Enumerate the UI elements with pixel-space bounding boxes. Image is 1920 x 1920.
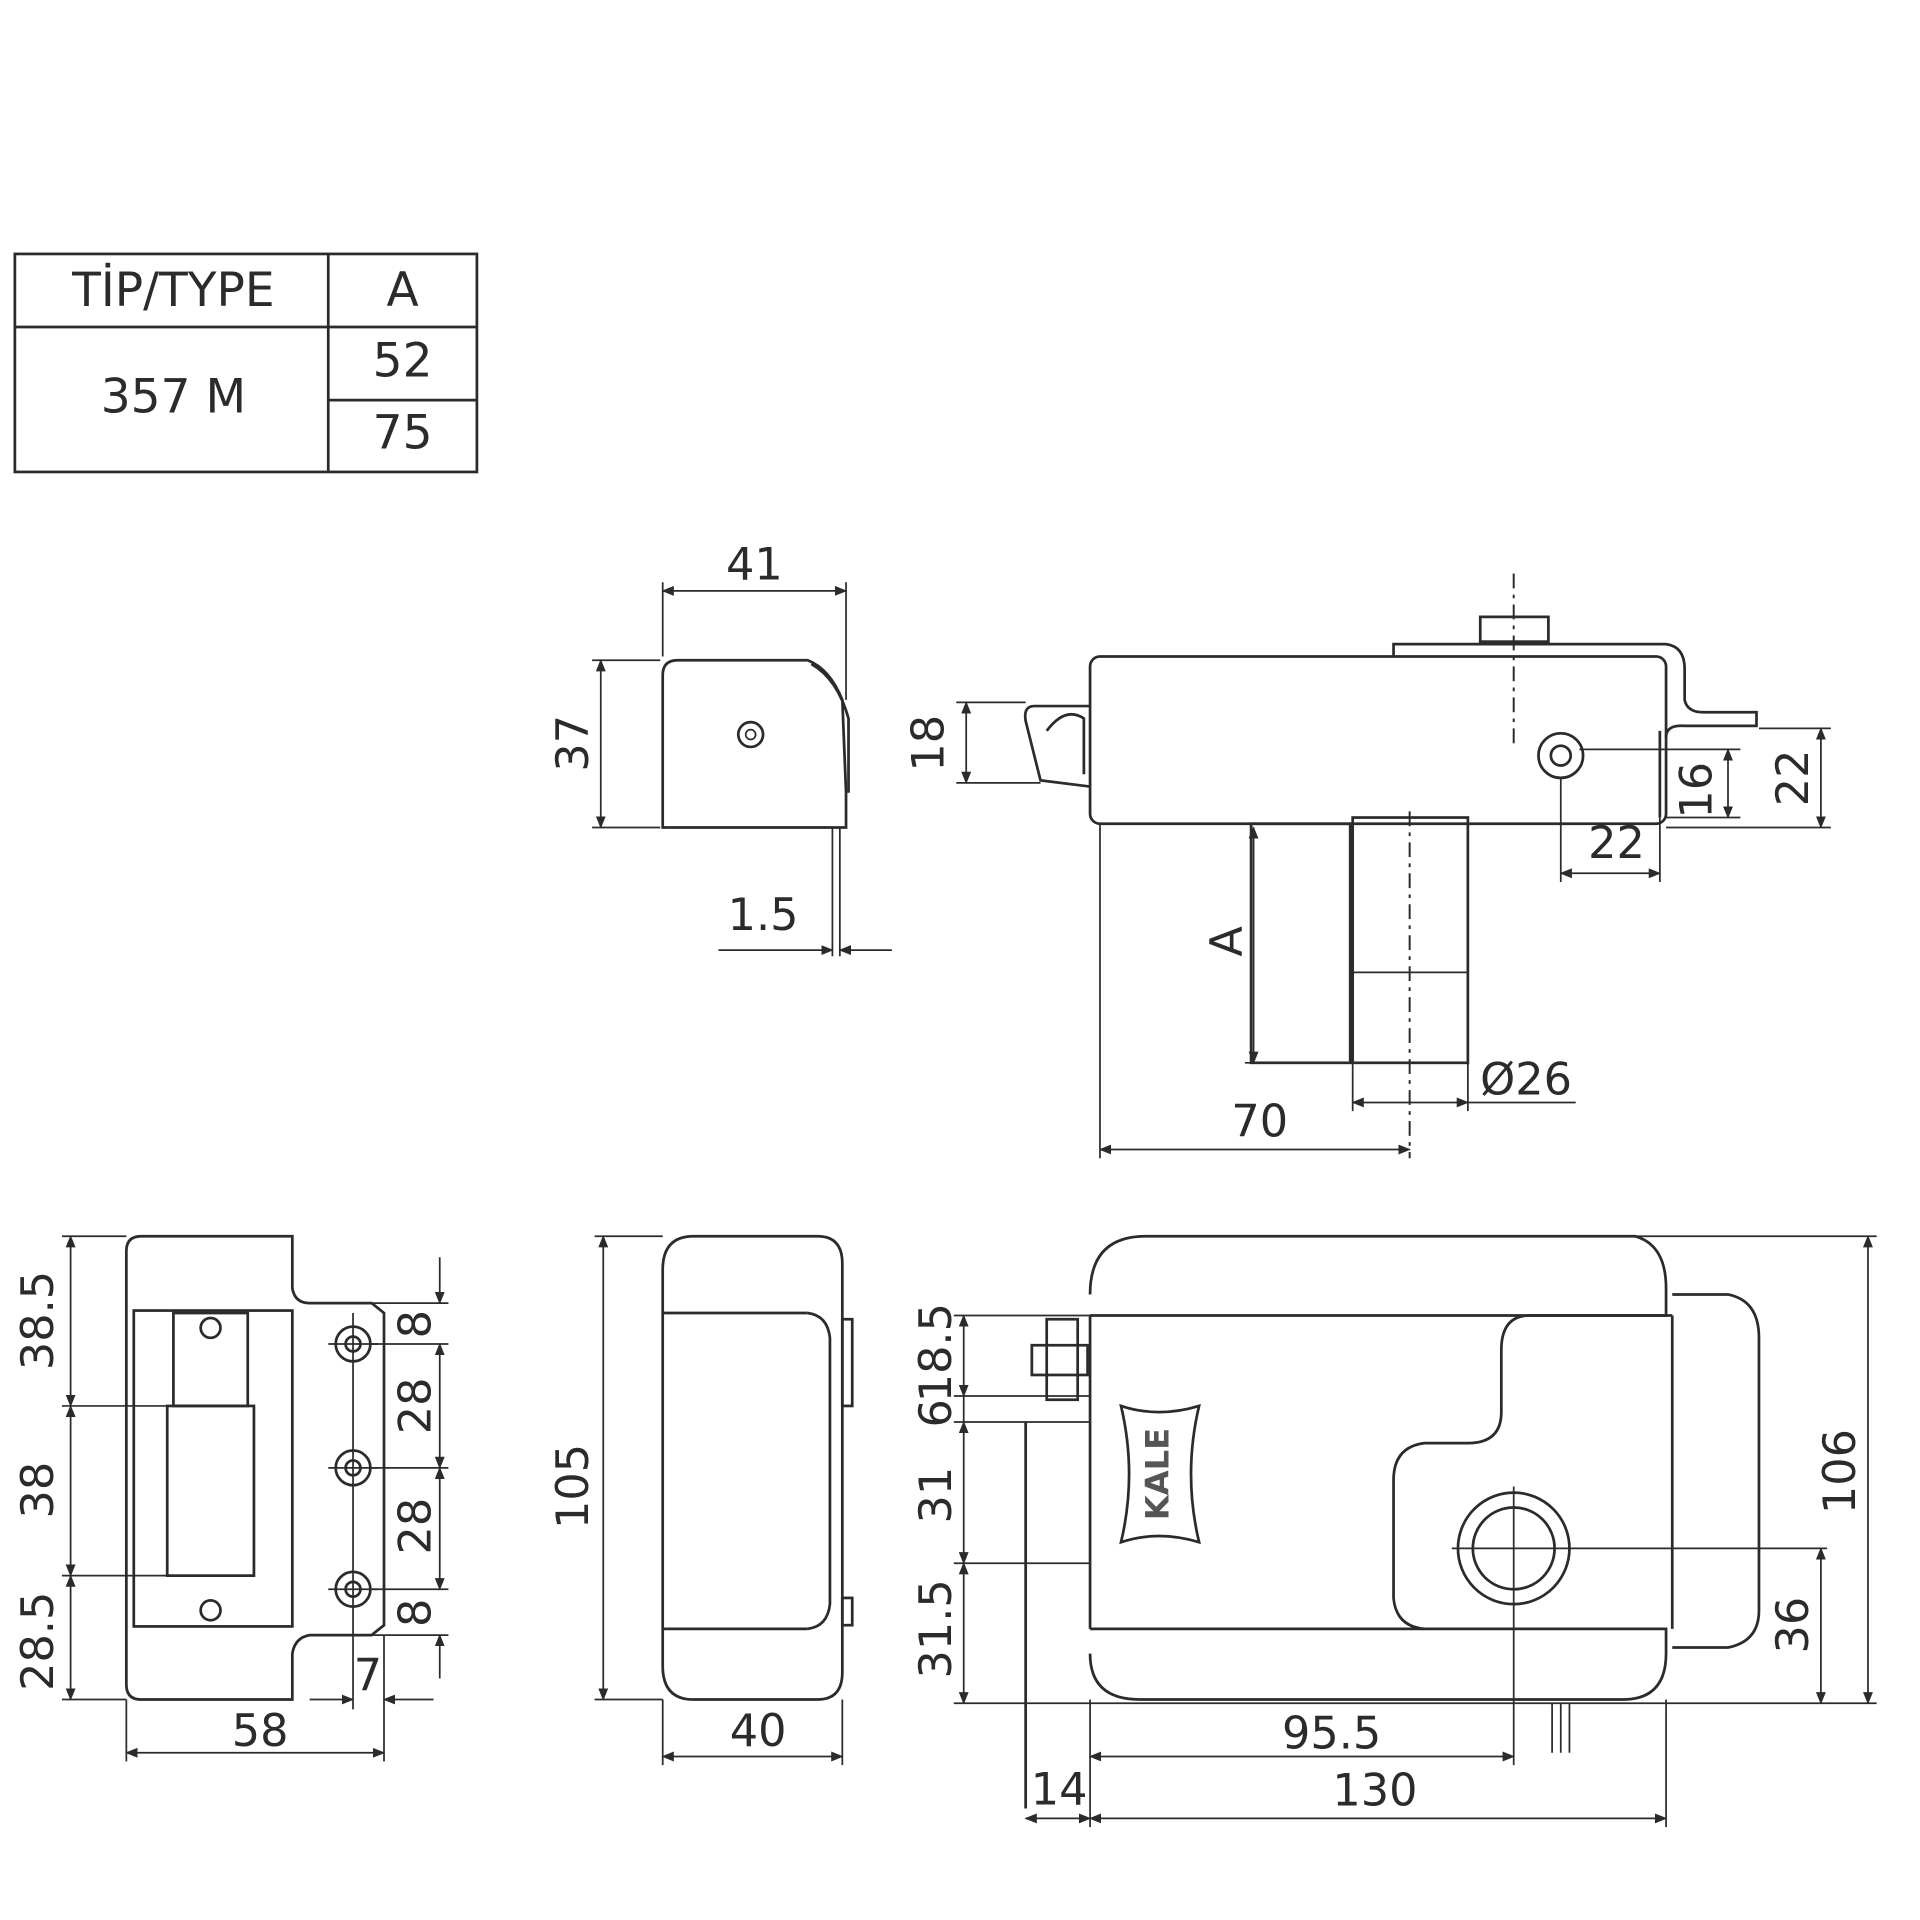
dim-58: 58 xyxy=(232,1705,289,1757)
kale-logo: KALE xyxy=(1119,1403,1201,1545)
table-model: 357 M xyxy=(101,370,246,425)
table-a-value-1: 52 xyxy=(373,334,433,389)
type-table: TİP/TYPE A 357 M 52 75 xyxy=(13,252,479,474)
table-header-a: A xyxy=(386,263,418,318)
kale-logo-text: KALE xyxy=(1138,1428,1176,1520)
dim-22-vertical: 22 xyxy=(1767,750,1819,807)
dim-22-horizontal: 22 xyxy=(1588,817,1645,869)
dim-6: 6 xyxy=(910,1399,962,1427)
dim-40: 40 xyxy=(730,1705,787,1757)
dim-16: 16 xyxy=(1671,762,1723,819)
dim-14: 14 xyxy=(1031,1763,1088,1815)
dim-31-5: 31.5 xyxy=(910,1579,962,1678)
dim-8-bottom: 8 xyxy=(390,1599,442,1627)
dim-18: 18 xyxy=(903,715,955,772)
dim-95-5: 95.5 xyxy=(1282,1708,1381,1760)
dim-1-5: 1.5 xyxy=(728,889,799,941)
table-header-type: TİP/TYPE xyxy=(71,263,274,318)
dim-38-5: 38.5 xyxy=(12,1271,64,1370)
dim-38: 38 xyxy=(12,1462,64,1519)
wires xyxy=(1551,1703,1571,1753)
strike-plate-view: 38.5 38 28.5 8 28 28 8 7 58 xyxy=(12,1234,449,1762)
dim-28-top: 28 xyxy=(390,1378,442,1435)
dim-diameter-26: Ø26 xyxy=(1480,1054,1572,1106)
dim-8-top: 8 xyxy=(390,1310,442,1338)
small-side-view: 41 37 1.5 xyxy=(547,538,892,957)
dim-70: 70 xyxy=(1231,1096,1288,1148)
front-view: KALE 18.5 6 31 31.5 106 36 95.5 130 14 xyxy=(910,1234,1877,1828)
dim-37: 37 xyxy=(547,715,599,772)
dim-28-bottom: 28 xyxy=(390,1498,442,1555)
dim-130: 130 xyxy=(1332,1765,1417,1817)
dim-a: A xyxy=(1201,926,1253,957)
dim-7: 7 xyxy=(354,1649,382,1701)
side-view: 105 40 xyxy=(547,1234,854,1766)
dim-41: 41 xyxy=(726,538,783,590)
top-view: 18 16 22 22 A Ø26 70 xyxy=(903,573,1831,1159)
dim-105: 105 xyxy=(547,1444,599,1529)
dim-36: 36 xyxy=(1767,1597,1819,1654)
dim-18-5: 18.5 xyxy=(910,1303,962,1402)
dim-31: 31 xyxy=(910,1467,962,1524)
dim-28-5: 28.5 xyxy=(12,1592,64,1691)
table-a-value-2: 75 xyxy=(373,406,433,461)
dim-106: 106 xyxy=(1814,1429,1866,1514)
